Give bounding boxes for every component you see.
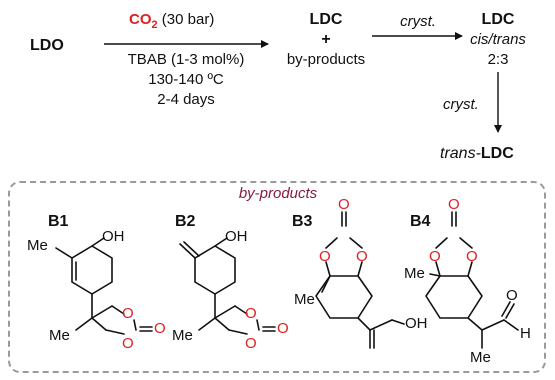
byproducts-box xyxy=(8,181,546,373)
b1-methyl-bottom: Me xyxy=(49,327,70,344)
b3-carbonyl-oxygen: O xyxy=(338,196,350,213)
structure-b1 xyxy=(55,237,153,335)
b4-ring-oxygen-1: O xyxy=(429,248,441,265)
b1-hydroxyl: OH xyxy=(102,228,125,245)
step1-catalyst: TBAB (1-3 mol%) xyxy=(127,51,245,68)
b3-hydroxyl: OH xyxy=(405,315,428,332)
step1-temperature: 130-140 ºC xyxy=(148,71,224,88)
b3-methyl: Me xyxy=(294,291,315,308)
b4-aldehyde-oxygen: O xyxy=(506,287,518,304)
b1-ring-oxygen-1: O xyxy=(122,305,134,322)
ldc-ratio: 2:3 xyxy=(487,51,509,68)
b4-methyl-bottom: Me xyxy=(470,349,491,366)
b3-ring-oxygen-2: O xyxy=(356,248,368,265)
b2-ring-oxygen-2: O xyxy=(245,335,257,352)
step1-time: 2-4 days xyxy=(157,91,215,108)
b2-carbonyl-oxygen: O xyxy=(277,320,289,337)
product-plus: + xyxy=(321,31,331,48)
b1-methyl-top: Me xyxy=(27,237,48,254)
product-ldc: LDC xyxy=(309,11,343,28)
product-byproducts: by-products xyxy=(286,51,366,68)
reactant-ldo: LDO xyxy=(30,37,64,54)
structure-b4 xyxy=(425,211,519,349)
final-product: trans-LDC xyxy=(440,145,514,162)
b4-aldehyde-hydrogen: H xyxy=(520,325,531,342)
b4-methyl-top: Me xyxy=(404,265,425,282)
b1-ring-oxygen-2: O xyxy=(122,335,134,352)
compound-id-b4: B4 xyxy=(410,213,431,230)
b2-hydroxyl: OH xyxy=(225,228,248,245)
compound-id-b3: B3 xyxy=(292,213,313,230)
cryst-label-2: cryst. xyxy=(443,96,479,113)
cryst-label-1: cryst. xyxy=(400,13,436,30)
b2-methyl-bottom: Me xyxy=(172,327,193,344)
b3-ring-oxygen-1: O xyxy=(319,248,331,265)
compound-id-b2: B2 xyxy=(175,213,196,230)
step1-reagent-co2: CO2 (30 bar) xyxy=(129,11,215,31)
ldc-isomers: cis/trans xyxy=(470,31,526,48)
b1-carbonyl-oxygen: O xyxy=(154,320,166,337)
b4-carbonyl-oxygen: O xyxy=(448,196,460,213)
ldc-mixture-title: LDC xyxy=(481,11,515,28)
b4-ring-oxygen-2: O xyxy=(466,248,478,265)
compound-id-b1: B1 xyxy=(48,213,69,230)
structure-b2 xyxy=(179,237,276,335)
byproducts-title: by-products xyxy=(238,185,318,202)
structure-b3 xyxy=(315,211,405,349)
reaction-arrows xyxy=(104,32,502,133)
b2-ring-oxygen-1: O xyxy=(245,305,257,322)
